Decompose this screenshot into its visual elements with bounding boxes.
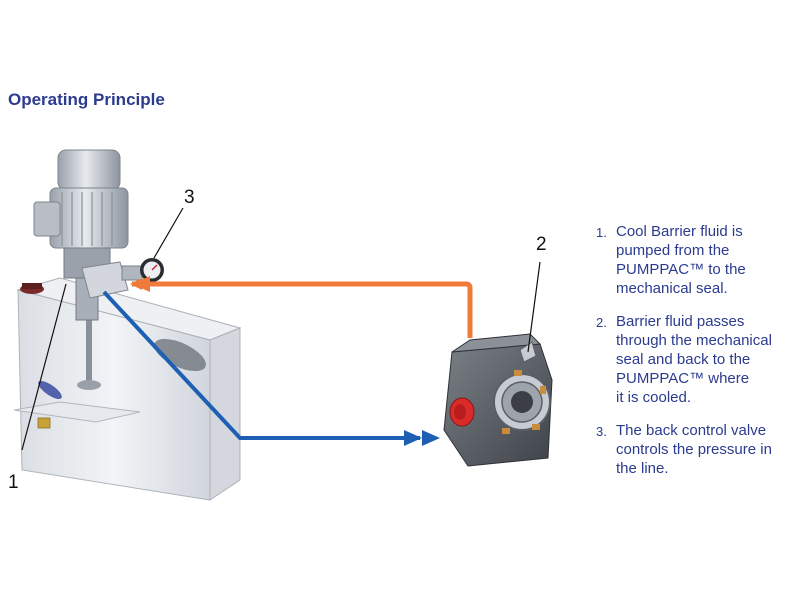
fill-cap-icon	[20, 283, 44, 294]
step-2-text: Barrier fluid passes through the mechani…	[616, 313, 772, 406]
step-3-number: 3.	[596, 424, 607, 439]
return-line-arrow	[132, 276, 150, 292]
page-title: Operating Principle	[8, 90, 165, 109]
step-2-number: 2.	[596, 315, 607, 330]
step-1: 1. Cool Barrier fluid is pumped from the…	[596, 222, 796, 298]
callout-3-label: 3	[184, 187, 195, 208]
step-3-text: The back control valve controls the pres…	[616, 422, 772, 477]
mechanical-seal-icon	[443, 333, 553, 467]
supply-line-arrow-2	[422, 430, 440, 446]
control-valve-icon	[121, 265, 143, 281]
pressure-gauge-icon	[140, 258, 164, 282]
operating-steps-list: 1. Cool Barrier fluid is pumped from the…	[596, 222, 796, 492]
step-3: 3. The back control valve controls the p…	[596, 421, 796, 478]
return-line	[130, 278, 473, 338]
step-2: 2. Barrier fluid passes through the mech…	[596, 312, 796, 407]
step-1-number: 1.	[596, 225, 607, 240]
callout-3-leader	[153, 207, 184, 259]
step-1-text: Cool Barrier fluid is pumped from the PU…	[616, 223, 746, 297]
barrier-tank-icon	[13, 277, 242, 501]
supply-line-arrow-1	[404, 430, 422, 446]
callout-2-label: 2	[536, 234, 547, 255]
callout-1-label: 1	[8, 472, 19, 493]
supply-line	[102, 290, 420, 440]
callout-2-leader	[527, 261, 541, 353]
pump-motor-icon	[33, 149, 129, 321]
callout-1-leader	[21, 283, 67, 451]
